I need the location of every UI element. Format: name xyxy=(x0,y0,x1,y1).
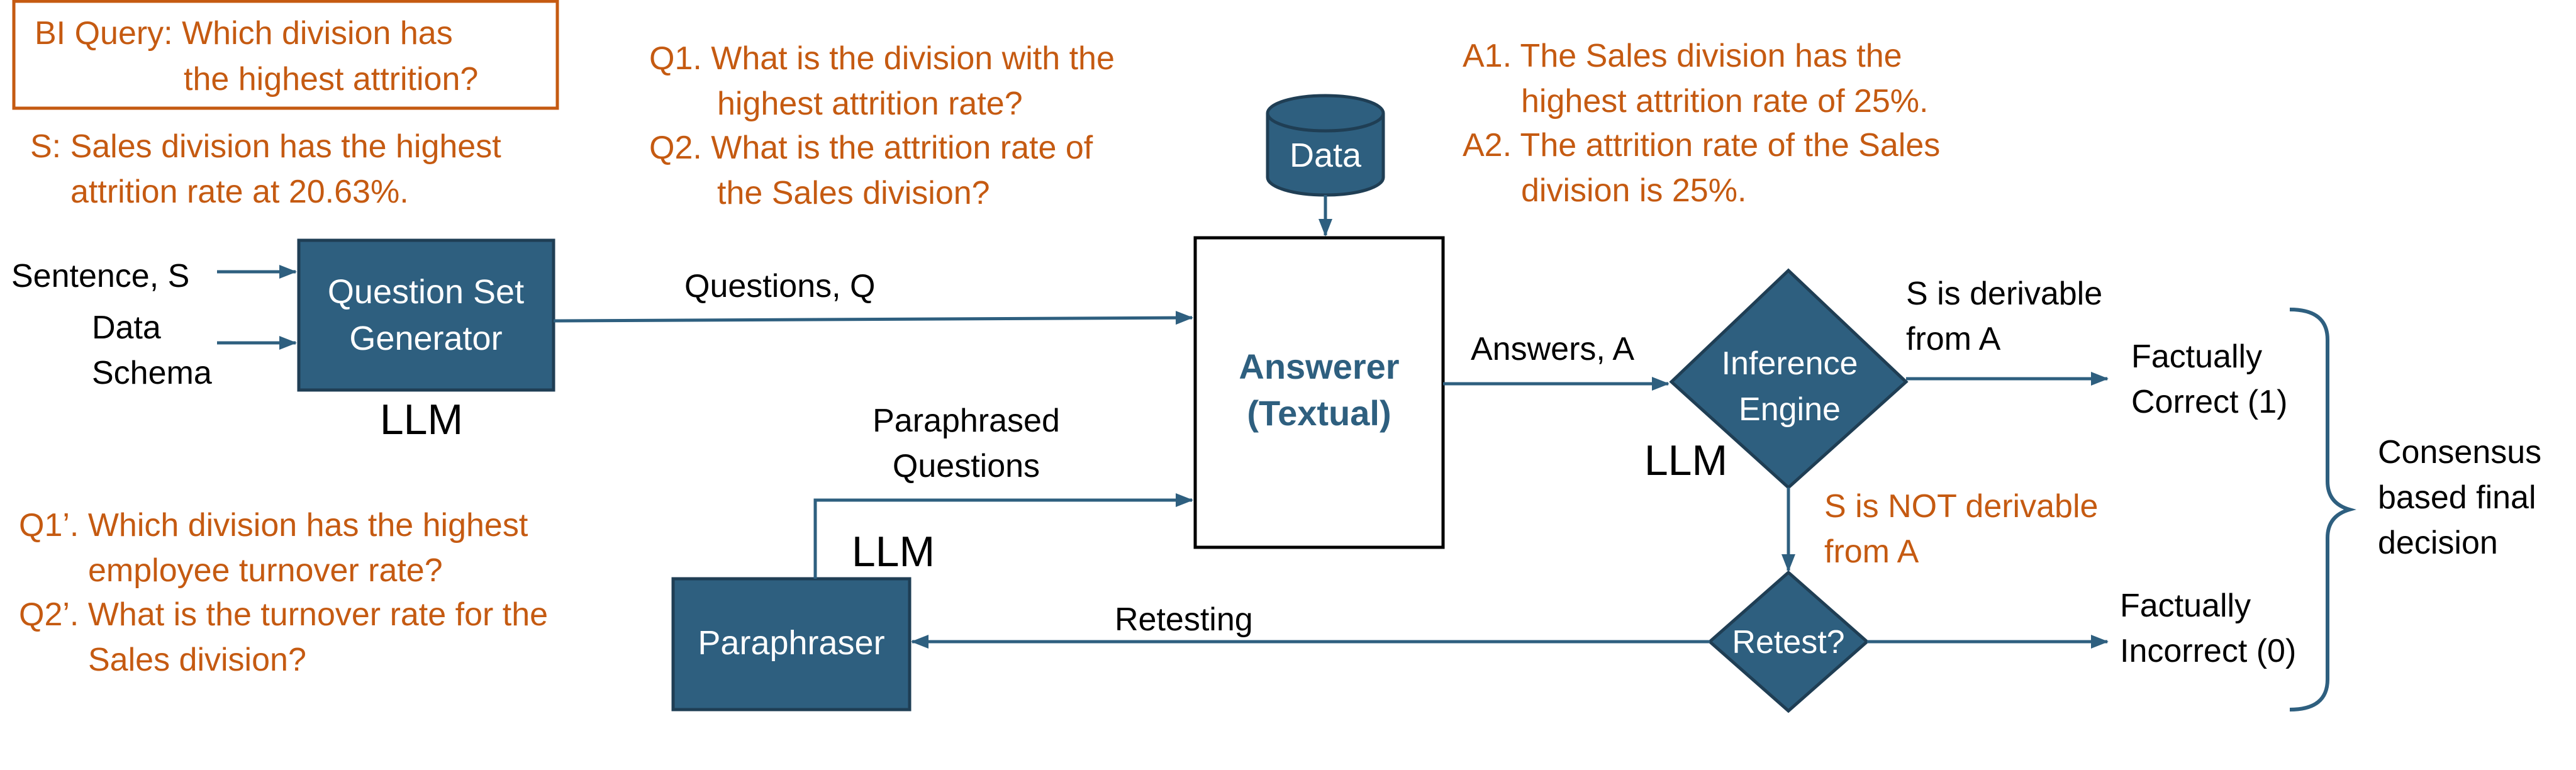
question-q2-line1: Q2. What is the attrition rate of xyxy=(649,130,1093,166)
bi-query-line2: the highest attrition? xyxy=(184,61,478,98)
paraphrased-q1-line2: employee turnover rate? xyxy=(88,552,443,589)
question-q2-line2: the Sales division? xyxy=(717,175,990,211)
edge-not-derivable-line2: from A xyxy=(1824,533,1919,570)
paraphrased-q2-line1: Q2’. What is the turnover rate for the xyxy=(19,596,548,633)
input-schema-label: Schema xyxy=(92,355,212,391)
question-q1-line1: Q1. What is the division with the xyxy=(649,40,1115,77)
consensus-brace xyxy=(2289,308,2356,711)
inference-label-line1: Inference xyxy=(1722,345,1858,382)
paraphrased-q1-line1: Q1’. Which division has the highest xyxy=(19,507,528,544)
edge-paraphrased-line2: Questions xyxy=(893,448,1040,484)
arrow-paraphraser-to-answerer xyxy=(813,493,1193,579)
input-data-label: Data xyxy=(92,310,161,346)
consensus-line2: based final xyxy=(2378,479,2536,516)
answer-a1-line2: highest attrition rate of 25%. xyxy=(1521,83,1929,120)
question-set-generator-box xyxy=(297,238,555,392)
answerer-label-line1: Answerer xyxy=(1239,347,1399,386)
question-q1-line2: highest attrition rate? xyxy=(717,86,1023,122)
retest-diamond xyxy=(1707,570,1870,713)
arrow-generator-to-answerer xyxy=(553,311,1193,325)
generator-llm-label: LLM xyxy=(380,396,463,444)
edge-derivable-line2: from A xyxy=(1906,321,2001,357)
outcome-incorrect-line1: Factually xyxy=(2120,588,2251,624)
data-cylinder-label: Data xyxy=(1290,137,1362,174)
paraphraser-label: Paraphraser xyxy=(698,624,884,662)
data-cylinder xyxy=(1266,94,1385,197)
inference-label-line2: Engine xyxy=(1739,391,1841,428)
edge-retesting-label: Retesting xyxy=(1115,601,1253,638)
answer-a2-line2: division is 25%. xyxy=(1521,172,1746,209)
outcome-correct-line1: Factually xyxy=(2131,338,2262,375)
edge-questions-label: Questions, Q xyxy=(684,268,875,304)
answerer-box xyxy=(1193,236,1445,549)
edge-answers-label: Answers, A xyxy=(1471,331,1634,367)
edge-not-derivable-line1: S is NOT derivable xyxy=(1824,488,2098,525)
paraphraser-box xyxy=(671,577,912,711)
bi-query-line1: BI Query: Which division has xyxy=(35,15,453,52)
consensus-line1: Consensus xyxy=(2378,434,2541,471)
paraphraser-llm-label: LLM xyxy=(852,528,935,576)
retest-label: Retest? xyxy=(1732,624,1844,661)
sentence-s-line1: S: Sales division has the highest xyxy=(30,128,501,165)
answer-a1-line1: A1. The Sales division has the xyxy=(1463,38,1902,74)
input-sentence-label: Sentence, S xyxy=(11,258,189,294)
sentence-s-line2: attrition rate at 20.63%. xyxy=(70,174,409,210)
bi-query-box xyxy=(12,0,559,110)
edge-derivable-line1: S is derivable xyxy=(1906,276,2102,312)
edge-paraphrased-line1: Paraphrased xyxy=(873,403,1060,439)
inference-llm-label: LLM xyxy=(1644,437,1727,484)
generator-label-line2: Generator xyxy=(349,320,502,357)
answer-a2-line1: A2. The attrition rate of the Sales xyxy=(1463,127,1940,164)
outcome-incorrect-line2: Incorrect (0) xyxy=(2120,633,2296,669)
generator-label-line1: Question Set xyxy=(328,273,524,311)
answerer-label-line2: (Textual) xyxy=(1247,393,1391,433)
outcome-correct-line2: Correct (1) xyxy=(2131,384,2287,420)
consensus-line3: decision xyxy=(2378,525,2498,561)
paraphrased-q2-line2: Sales division? xyxy=(88,642,306,678)
